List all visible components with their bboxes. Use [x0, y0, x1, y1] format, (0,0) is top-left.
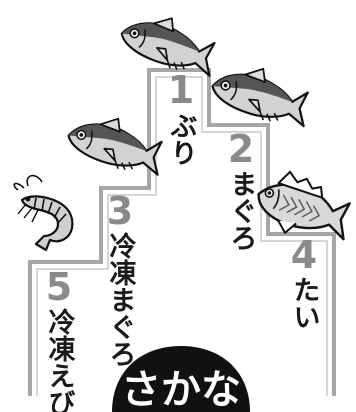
rank-4-name: たい: [289, 276, 320, 330]
staircase-outline: [28, 68, 336, 396]
rank-4-number: 4: [291, 233, 317, 277]
staircase-inner-line: [36, 76, 328, 396]
tuna-icon: [62, 105, 171, 181]
rank-3-name: 冷凍まぐろ: [105, 232, 137, 367]
title-badge: [112, 346, 250, 412]
shrimp-icon: [13, 174, 74, 252]
fish-icon: [257, 170, 351, 241]
rank-2-number: 2: [228, 127, 254, 171]
tuna-icon: [206, 55, 317, 133]
rank-3-number: 3: [107, 189, 133, 233]
rank-1-name: ぶり: [166, 112, 198, 166]
title-text: さかな: [121, 367, 241, 412]
rank-5-name: 冷凍えび: [44, 308, 76, 412]
rank-5-number: 5: [46, 265, 72, 309]
rank-2-name: まぐろ: [226, 170, 257, 251]
rank-1-number: 1: [168, 68, 194, 112]
